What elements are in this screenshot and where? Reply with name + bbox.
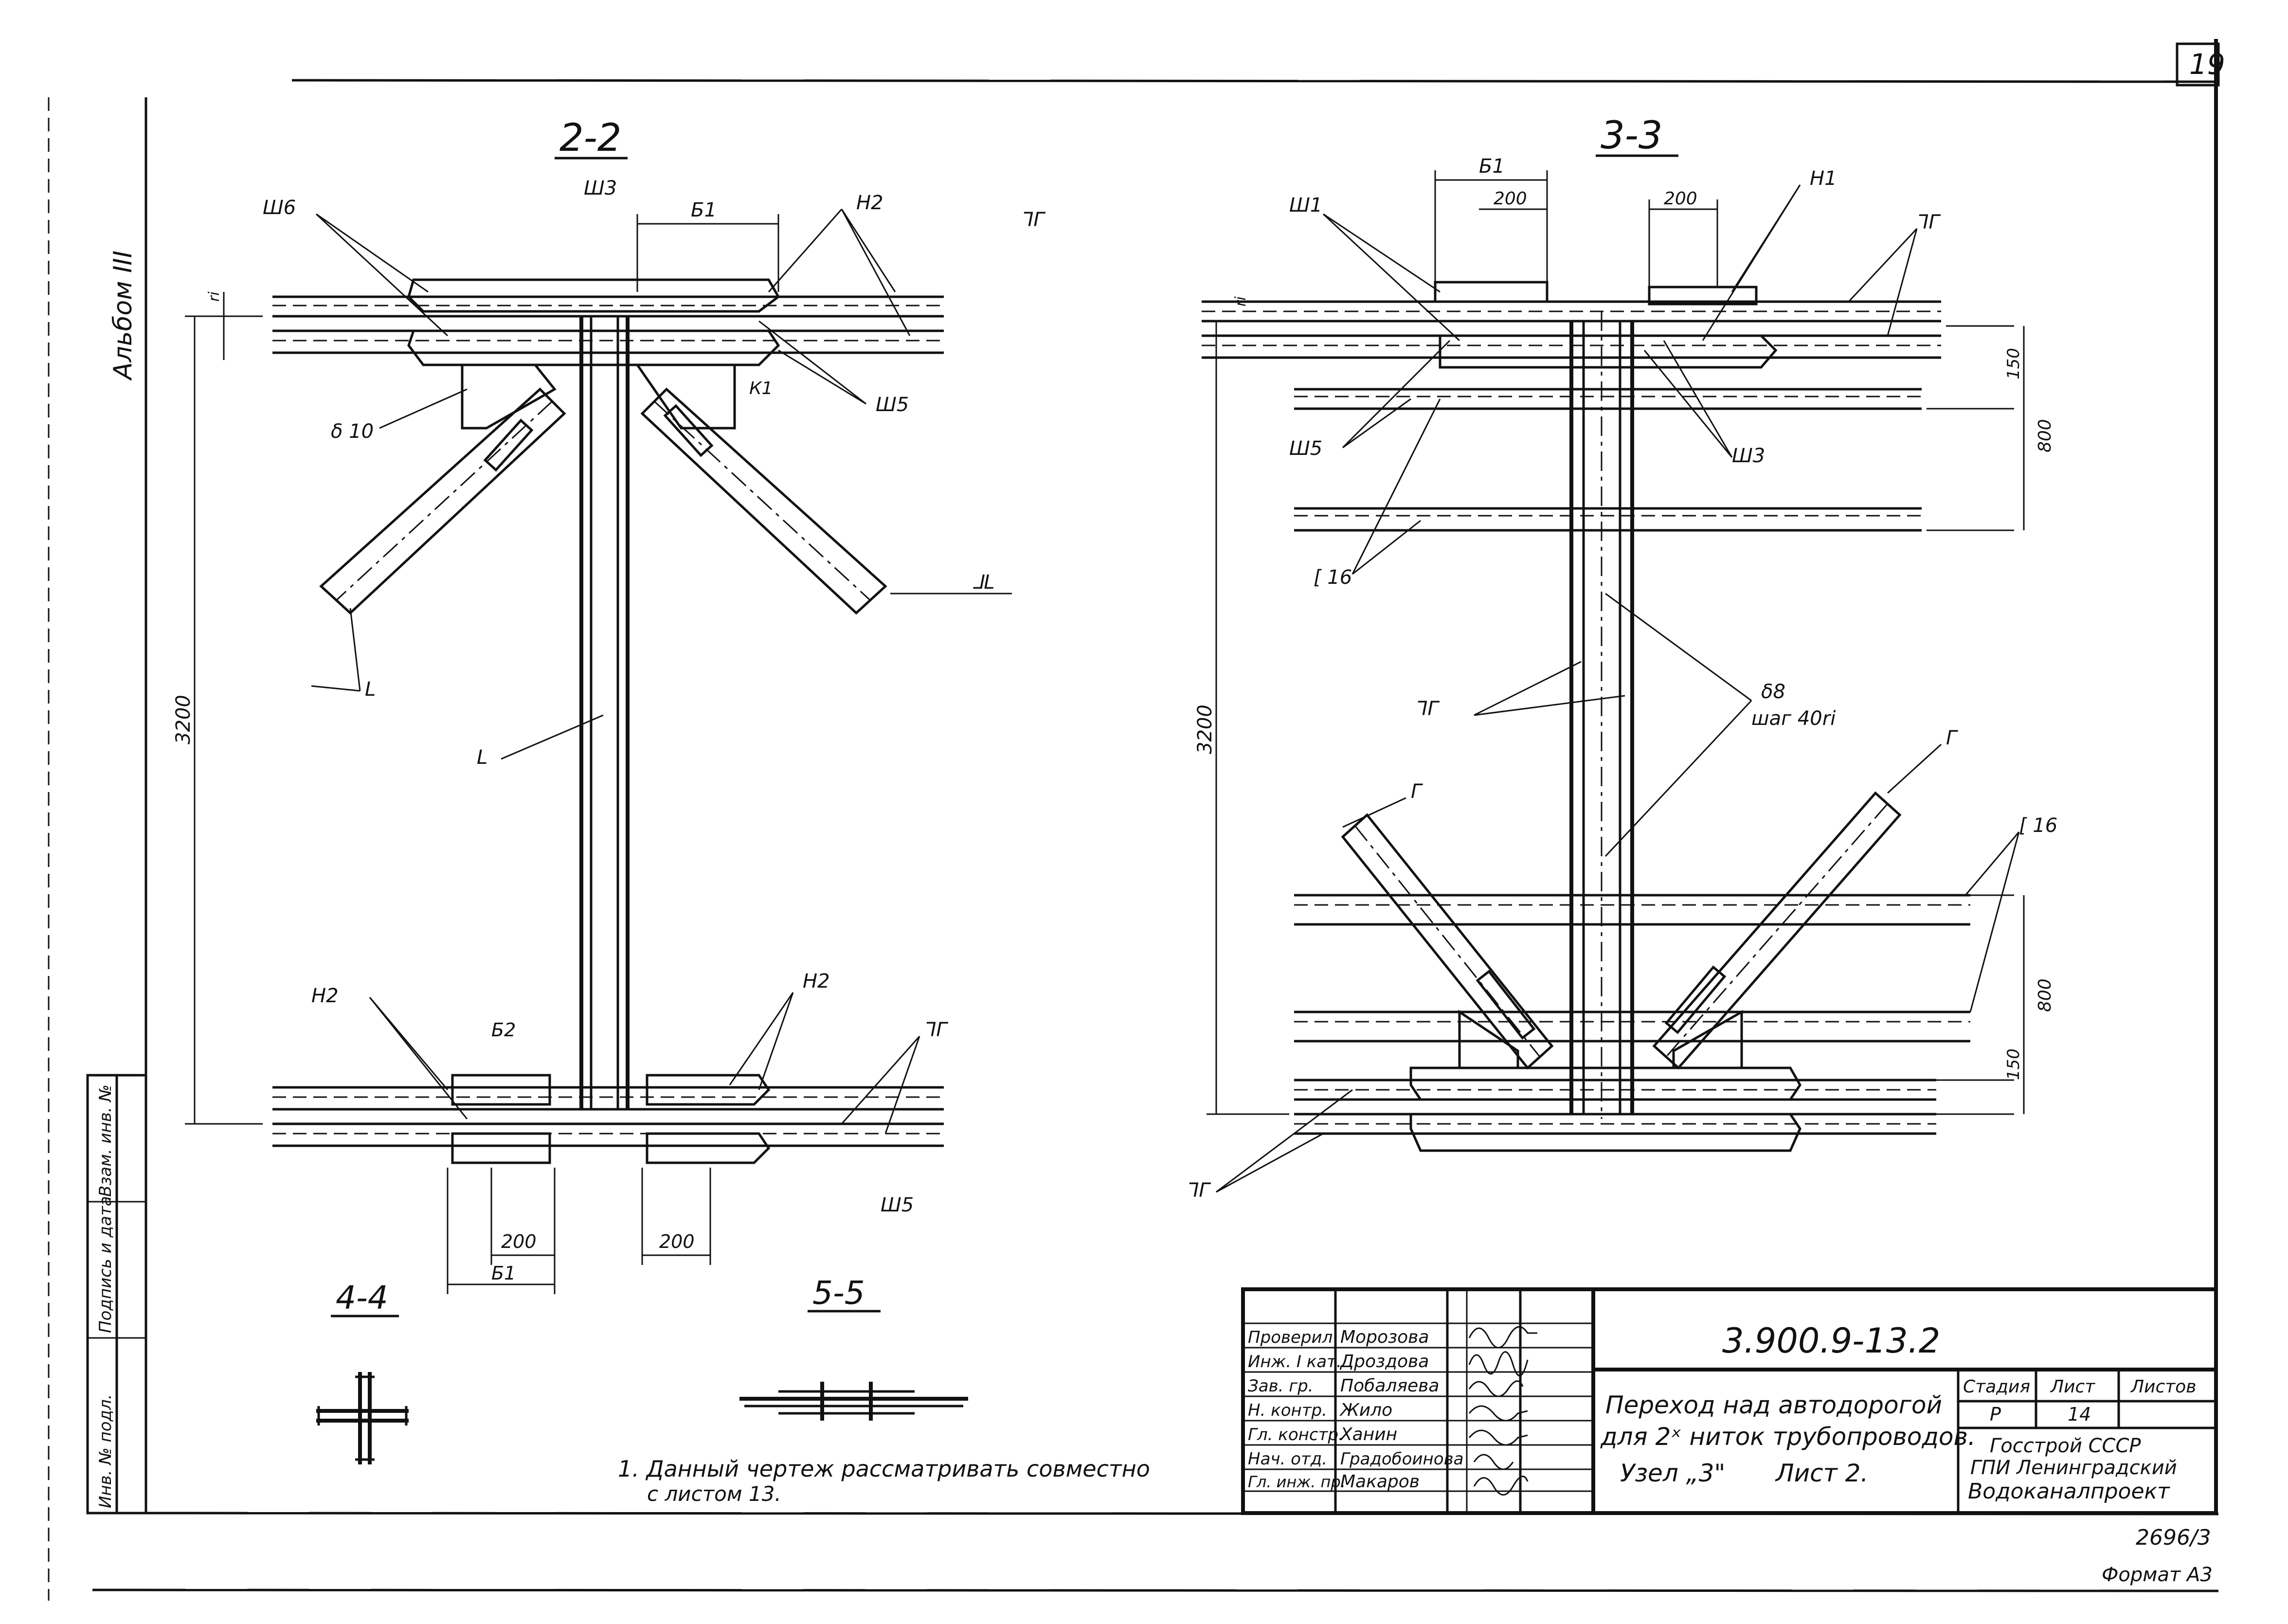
strip-sign-date: Подпись и дата — [96, 1196, 115, 1333]
s22-w6-label: Ш6 — [263, 197, 296, 219]
s22-h2-left-label: Н2 — [311, 985, 339, 1007]
sig-role-6: Гл. инж. пр. — [1248, 1473, 1346, 1491]
sheet-header: Лист — [2050, 1377, 2095, 1397]
section-3-3 — [1202, 170, 2025, 1193]
sig-name-0: Морозова — [1340, 1327, 1429, 1347]
section-4-4-title: 4-4 — [336, 1279, 388, 1317]
s33-tee-bottom-label: ᒣᒥ — [1187, 1179, 1211, 1202]
sheet-frame — [48, 39, 2220, 1601]
title-block — [1241, 1287, 2218, 1515]
s33-g-right-label: Г — [1946, 727, 1958, 749]
s33-delta8-label: δ8 — [1761, 681, 1785, 703]
note-line-1: 1. Данный чертеж рассматривать совместно — [618, 1456, 1150, 1482]
section-5-5 — [739, 1382, 968, 1421]
s22-b2-label: Б2 — [491, 1019, 516, 1041]
strip-replace-inv: Взам. инв. № — [96, 1084, 115, 1197]
s33-w3-label: Ш3 — [1732, 445, 1765, 467]
left-strip — [86, 1074, 147, 1515]
s33-ri-label: ri — [1232, 296, 1249, 307]
sheet-value: 14 — [2068, 1404, 2091, 1425]
sig-role-0: Проверил — [1248, 1328, 1333, 1347]
s33-dim-3200: 3200 — [1194, 704, 1216, 754]
s33-dim-200-b: 200 — [1664, 189, 1697, 209]
strip-inv-no: Инв. № подл. — [96, 1394, 115, 1508]
s33-dim-150-bottom: 150 — [2004, 1048, 2023, 1080]
sig-name-3: Жило — [1339, 1400, 1392, 1420]
s22-tee-bottom-label: ᒣᒥ — [924, 1019, 948, 1041]
sheets-header: Листов — [2130, 1377, 2196, 1397]
s22-b1-top-label: Б1 — [691, 199, 717, 221]
s33-b1-label: Б1 — [1479, 155, 1505, 178]
s22-ri-label: ri — [206, 291, 223, 302]
s33-c16-right-label: [ 16 — [2019, 814, 2057, 837]
s22-angle-mid-label: L — [477, 746, 487, 769]
sig-role-1: Инж. I кат. — [1248, 1352, 1342, 1371]
s33-tee-top-label: ᒣᒥ — [1917, 211, 1941, 234]
s22-h2-right-label: Н2 — [803, 970, 830, 992]
section-5-5-title: 5-5 — [812, 1274, 865, 1312]
sig-name-4: Ханин — [1339, 1425, 1397, 1444]
sig-role-4: Гл. констр. — [1248, 1425, 1344, 1444]
note-line-2: с листом 13. — [647, 1482, 781, 1506]
s22-dim-200-left: 200 — [501, 1231, 537, 1252]
s22-h2-top-label: Н2 — [856, 192, 883, 214]
s33-tee-mid-label: ᒣᒥ — [1416, 698, 1440, 720]
sig-name-5: Градобоинова — [1340, 1449, 1463, 1469]
s33-dim-200-a: 200 — [1494, 189, 1527, 209]
org-line-3: Водоканалпроект — [1968, 1479, 2170, 1504]
s33-dim-800-bottom: 800 — [2035, 978, 2055, 1012]
s22-b1-bottom-label: Б1 — [491, 1263, 516, 1284]
section-3-3-title: 3-3 — [1601, 114, 1662, 158]
s33-dim-150-top: 150 — [2004, 348, 2023, 379]
s33-w5-label: Ш5 — [1289, 437, 1322, 460]
s22-delta10-label: δ 10 — [331, 420, 374, 443]
doc-title-line-3: Узел „3" — [1620, 1459, 1725, 1487]
sig-name-1: Дроздова — [1339, 1352, 1429, 1371]
org-line-1: Госстрой СССР — [1990, 1435, 2141, 1457]
s33-step-label: шаг 40ri — [1751, 707, 1836, 730]
s22-w5-bottom-label: Ш5 — [881, 1194, 914, 1216]
stage-value: Р — [1990, 1404, 2001, 1425]
doc-title-line-4: Лист 2. — [1775, 1459, 1868, 1487]
s33-g-left-label: Г — [1411, 780, 1423, 803]
s22-dim-200-right: 200 — [659, 1231, 695, 1252]
stage-header: Стадия — [1963, 1377, 2030, 1397]
s33-w1-label: Ш1 — [1289, 194, 1322, 217]
doc-title-line-2: для 2ˣ ниток трубопроводов. — [1600, 1423, 1976, 1451]
page-number: 19 — [2189, 48, 2225, 81]
section-2-2-title: 2-2 — [559, 116, 621, 160]
sig-name-6: Макаров — [1340, 1472, 1420, 1492]
s33-c16-left-label: [ 16 — [1314, 566, 1352, 589]
format-label: Формат А3 — [2102, 1564, 2213, 1586]
s22-w3-label: Ш3 — [584, 177, 617, 199]
footer-code: 2696/3 — [2136, 1525, 2211, 1550]
s22-w5-top-label: Ш5 — [876, 394, 909, 416]
sig-role-3: Н. контр. — [1248, 1401, 1327, 1420]
sig-role-2: Зав. гр. — [1248, 1376, 1314, 1396]
handwritten-signatures — [1468, 1326, 1537, 1496]
s22-k1-label: К1 — [749, 379, 773, 398]
album-label: Альбом III — [108, 251, 138, 381]
s22-dim-3200: 3200 — [172, 695, 195, 744]
s33-dim-800-top: 800 — [2035, 419, 2055, 452]
s22-angle-right-label: ⅃L — [973, 571, 995, 594]
s22-angle-left-label: L — [365, 678, 376, 701]
s22-tee-top-label: ᒣᒥ — [1022, 209, 1045, 231]
title-block-code: 3.900.9-13.2 — [1722, 1321, 1940, 1361]
org-line-2: ГПИ Ленинградский — [1970, 1457, 2177, 1479]
doc-title-line-1: Переход над автодорогой — [1605, 1391, 1942, 1419]
section-2-2 — [185, 209, 1012, 1294]
s33-h1-label: Н1 — [1810, 167, 1837, 190]
sig-role-5: Нач. отд. — [1248, 1449, 1327, 1469]
sig-name-2: Побаляева — [1340, 1376, 1439, 1396]
section-4-4 — [316, 1372, 409, 1464]
